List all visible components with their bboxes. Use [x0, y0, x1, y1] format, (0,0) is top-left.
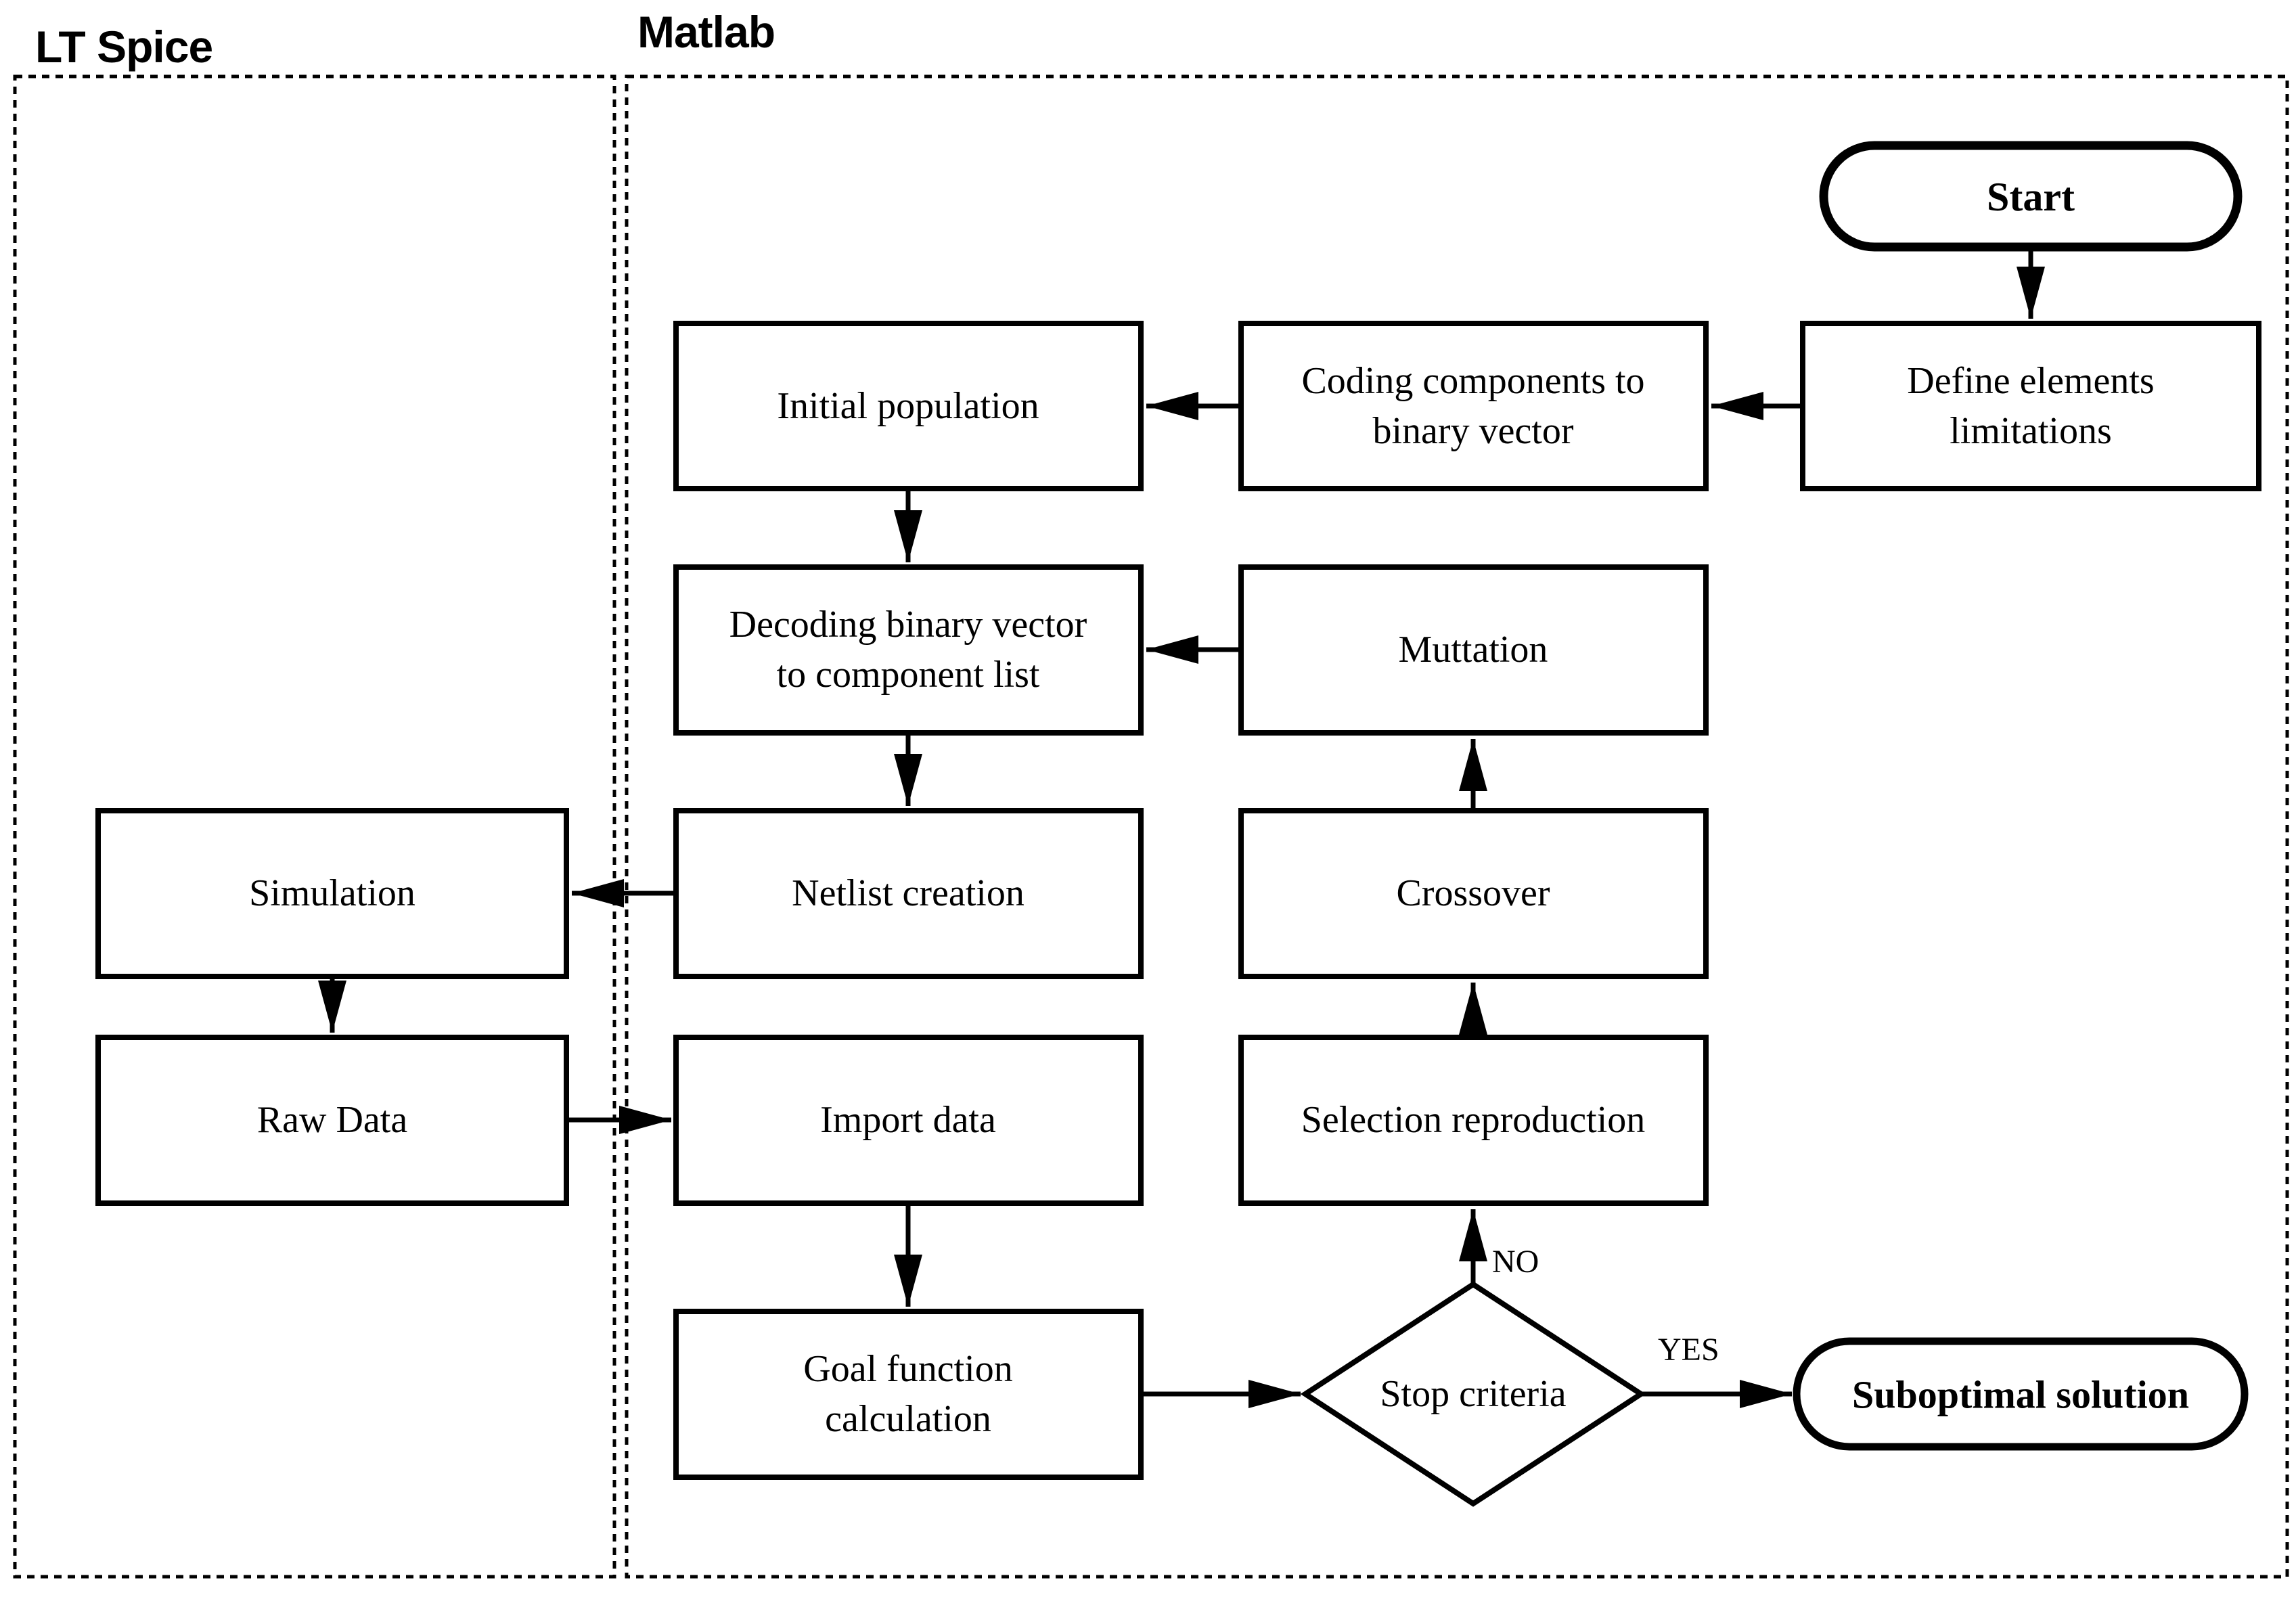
node-crossover-label: Crossover	[1396, 872, 1550, 914]
lane-matlab-border	[625, 74, 2289, 1579]
node-suboptimal-solution: Suboptimal solution	[1793, 1337, 2249, 1451]
node-selection-reproduction: Selection reproduction	[1238, 1035, 1709, 1206]
node-decoding-binary-line1: Decoding binary vector	[729, 604, 1087, 646]
node-coding-components-shape	[1238, 321, 1709, 491]
node-simulation: Simulation	[95, 808, 569, 979]
node-import-data-label: Import data	[820, 1099, 996, 1141]
node-stop-criteria-label: Stop criteria	[1380, 1373, 1566, 1415]
node-define-elements-shape	[1800, 321, 2261, 491]
node-muttation: Muttation	[1238, 564, 1709, 736]
node-muttation-label: Muttation	[1399, 629, 1548, 671]
lane-lt-spice-title: LT Spice	[35, 22, 212, 72]
node-crossover: Crossover	[1238, 808, 1709, 979]
node-define-elements: Define elements limitations	[1800, 321, 2261, 491]
lane-lt-spice: LT Spice	[13, 22, 616, 1579]
node-goal-function-line2: calculation	[825, 1398, 991, 1440]
node-decoding-binary-line2: to component list	[777, 654, 1040, 696]
node-muttation-shape	[1238, 564, 1709, 736]
node-import-data-shape	[673, 1035, 1144, 1206]
lane-matlab: Matlab	[625, 7, 2289, 1579]
node-coding-components: Coding components to binary vector	[1238, 321, 1709, 491]
node-initial-population-shape	[673, 321, 1144, 491]
node-simulation-label: Simulation	[249, 872, 415, 914]
node-stop-criteria-shape	[1300, 1281, 1646, 1507]
node-goal-function-line1: Goal function	[803, 1348, 1012, 1390]
lane-matlab-title: Matlab	[637, 7, 775, 57]
lane-lt-spice-border	[13, 74, 616, 1579]
node-suboptimal-solution-label: Suboptimal solution	[1852, 1373, 2189, 1417]
node-coding-components-line1: Coding components to	[1301, 360, 1644, 402]
node-raw-data-label: Raw Data	[257, 1099, 408, 1141]
node-start: Start	[1819, 141, 2243, 252]
edge-label-no: NO	[1492, 1244, 1539, 1280]
node-stop-criteria: Stop criteria	[1300, 1281, 1646, 1507]
node-raw-data: Raw Data	[95, 1035, 569, 1206]
node-goal-function: Goal function calculation	[673, 1309, 1144, 1480]
node-simulation-shape	[95, 808, 569, 979]
node-raw-data-shape	[95, 1035, 569, 1206]
node-goal-function-shape	[673, 1309, 1144, 1480]
node-initial-population-label: Initial population	[777, 385, 1039, 427]
node-coding-components-line2: binary vector	[1373, 410, 1574, 452]
node-netlist-creation-label: Netlist creation	[792, 872, 1025, 914]
node-crossover-shape	[1238, 808, 1709, 979]
node-netlist-creation-shape	[673, 808, 1144, 979]
node-selection-reproduction-label: Selection reproduction	[1301, 1099, 1646, 1141]
node-start-shape	[1819, 141, 2243, 252]
edge-label-yes: YES	[1658, 1332, 1719, 1368]
node-define-elements-line2: limitations	[1950, 410, 2112, 452]
node-selection-reproduction-shape	[1238, 1035, 1709, 1206]
node-start-label: Start	[1987, 175, 2075, 219]
node-import-data: Import data	[673, 1035, 1144, 1206]
node-define-elements-line1: Define elements	[1907, 360, 2154, 402]
node-initial-population: Initial population	[673, 321, 1144, 491]
edges-layer: NO YES	[318, 247, 2045, 1408]
node-decoding-binary-shape	[673, 564, 1144, 736]
node-suboptimal-solution-shape	[1793, 1337, 2249, 1451]
node-netlist-creation: Netlist creation	[673, 808, 1144, 979]
node-decoding-binary: Decoding binary vector to component list	[673, 564, 1144, 736]
